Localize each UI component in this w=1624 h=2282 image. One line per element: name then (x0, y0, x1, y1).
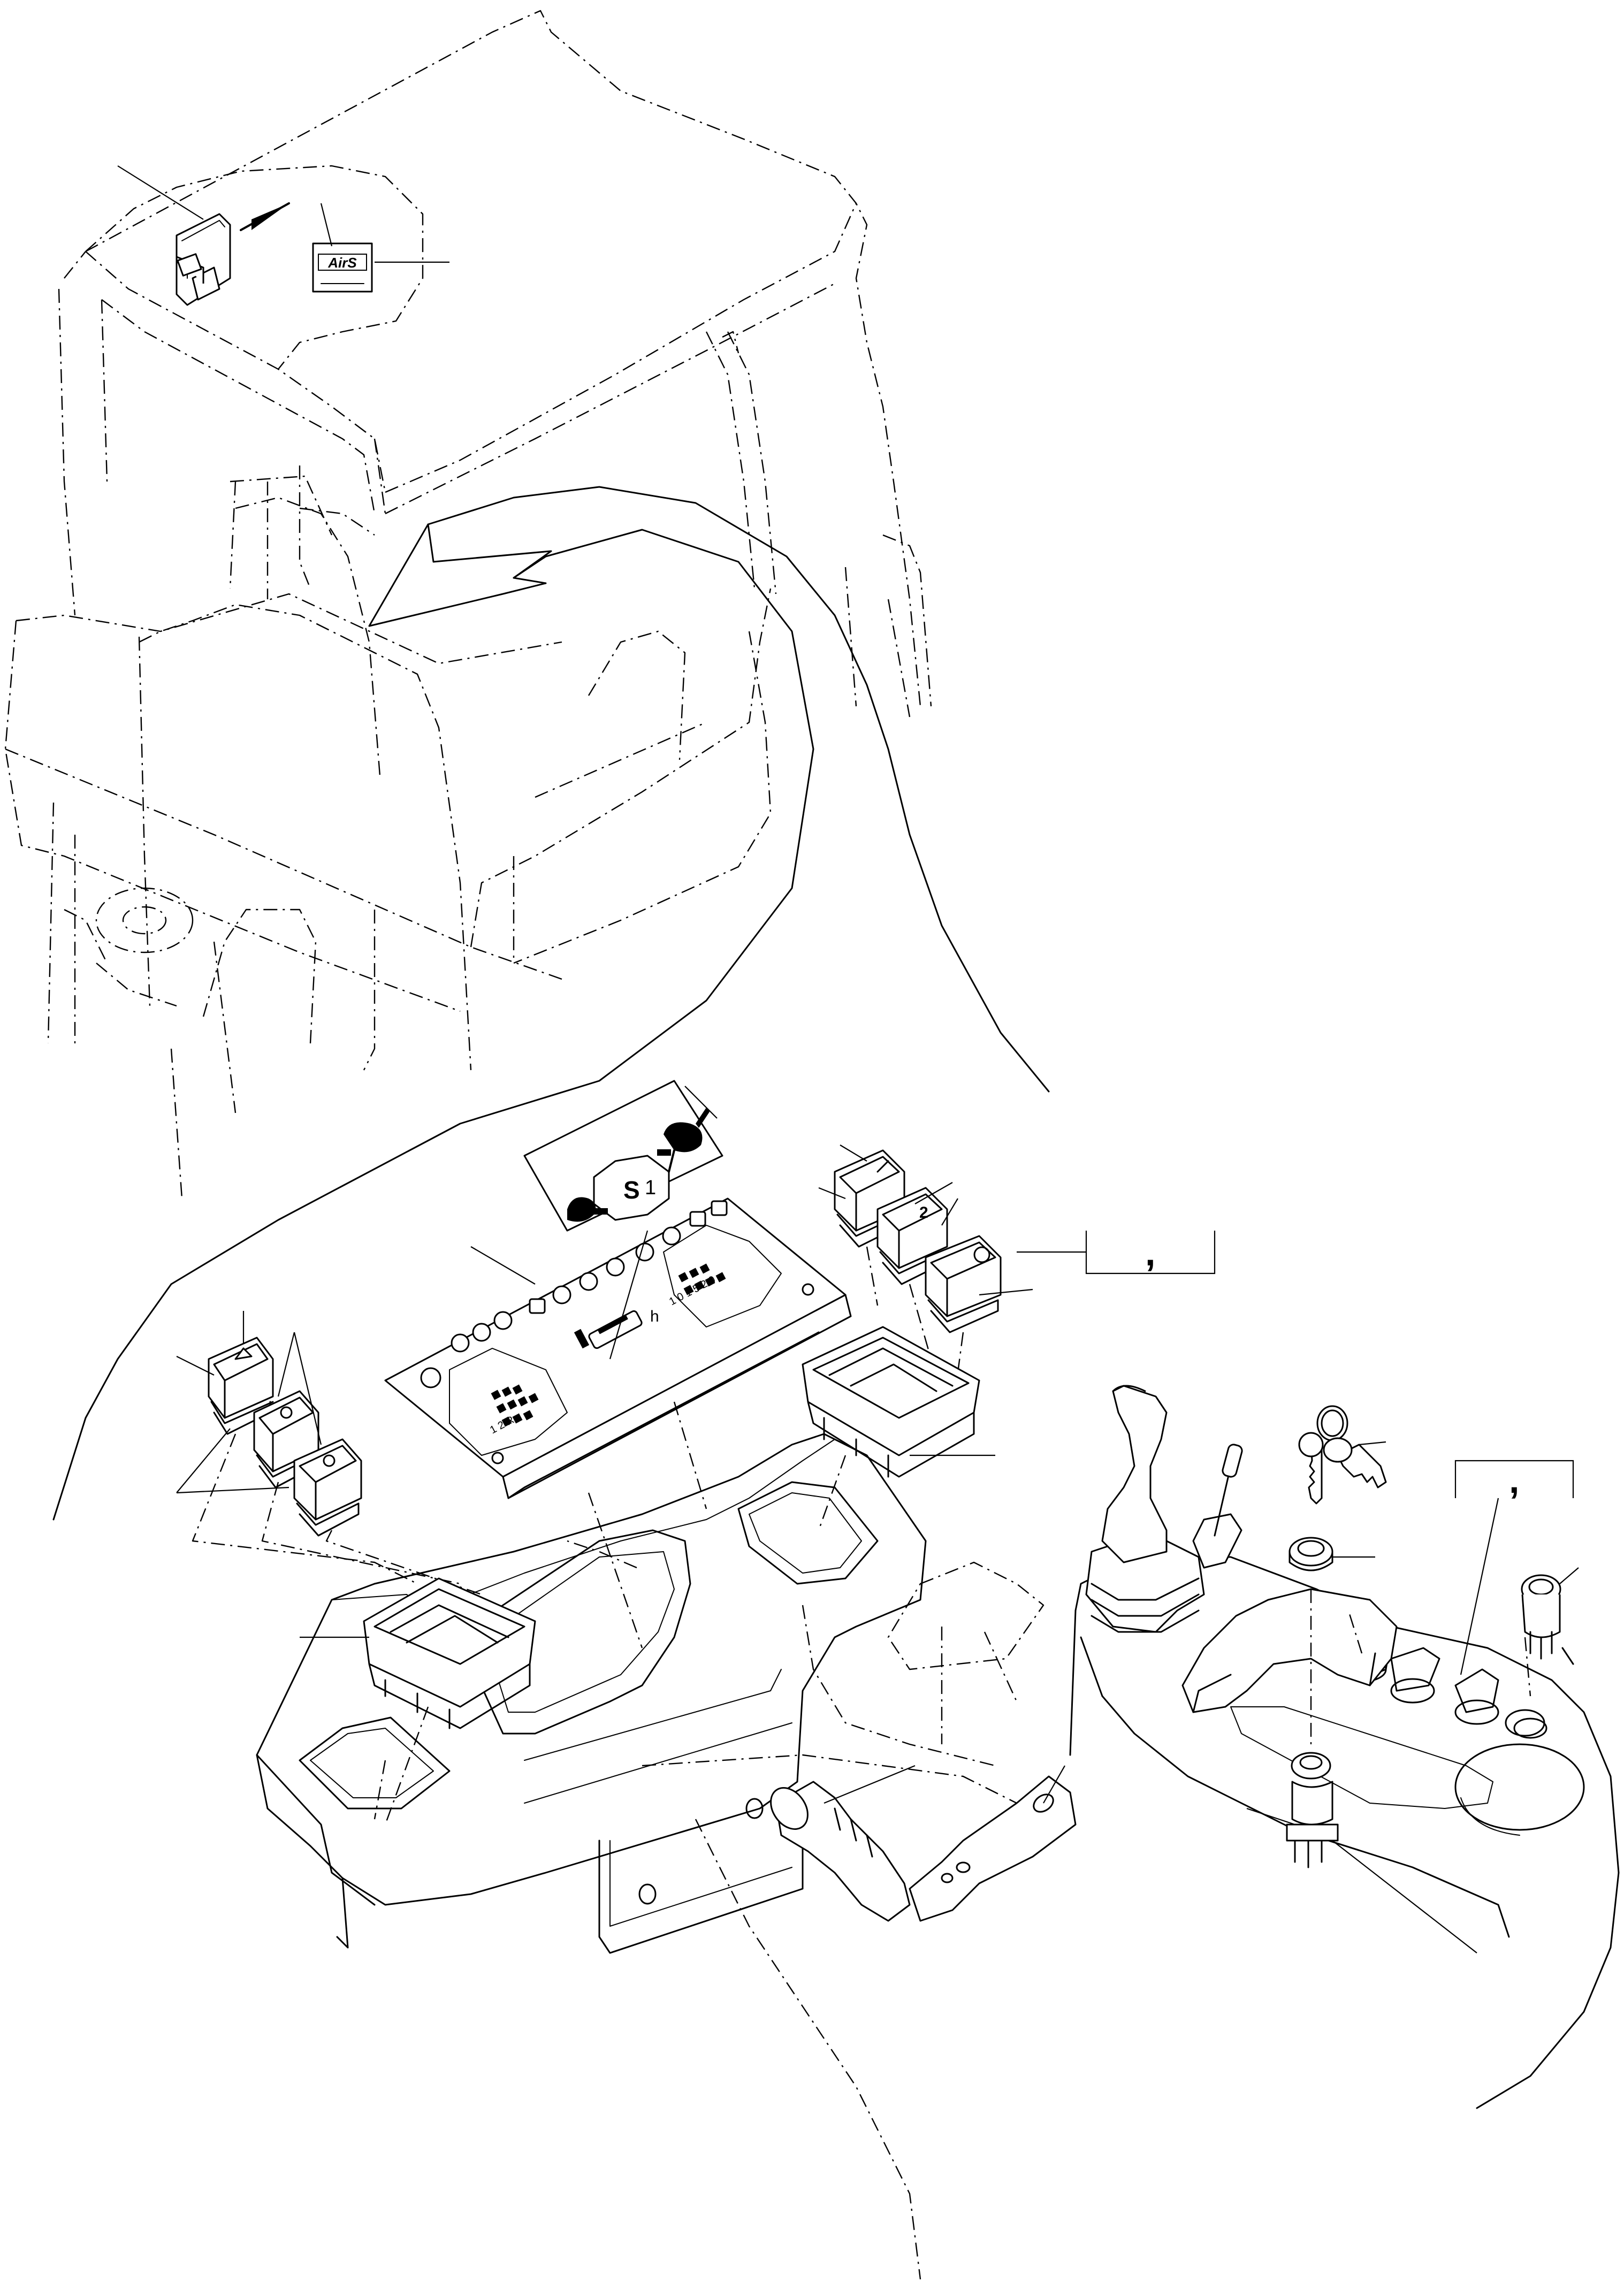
shift-decal: S 1 (523, 1080, 723, 1232)
leader-roof-switch (117, 165, 204, 220)
leader-decal (684, 1086, 718, 1119)
ref-box-right-console: , (1454, 1459, 1574, 1675)
tortoise-icon (567, 1197, 608, 1222)
right-rocker-switch-3 (925, 1235, 1002, 1333)
cab-base-parts (64, 887, 1071, 2280)
roof-arrow (251, 203, 289, 230)
left-switch-dashed-paths (192, 1433, 482, 1596)
roof-detail-area (85, 165, 424, 370)
left-rocker-switch-3 (293, 1438, 362, 1537)
panel-assembly-lines (567, 1401, 707, 1648)
left-switch-holder (300, 1577, 536, 1825)
decal-shield-text: S (623, 1176, 640, 1204)
roof-switch (176, 213, 231, 306)
ignition-switch (1246, 1752, 1477, 1953)
roof-decal: AirS (312, 242, 373, 293)
left-rocker-switch-2 (253, 1390, 319, 1489)
instrument-panel: 1 2 R 1 0 1 5 2 0 h (384, 1197, 852, 1499)
ref-box-right-console-text: , (1509, 1459, 1519, 1501)
hare-icon (657, 1108, 710, 1156)
right-console (1069, 1385, 1620, 2109)
hour-meter: h (574, 1308, 659, 1349)
roof-decal-text: AirS (327, 255, 357, 271)
switch-digit: 2 (919, 1204, 928, 1222)
leader-shield (609, 1230, 649, 1360)
console-connection-lines (1310, 1589, 1531, 1744)
warning-lamps (420, 1200, 814, 1464)
left-switch-leaders (176, 1311, 322, 1494)
leader-panel (470, 1246, 536, 1285)
ref-box-right-upper: , (1085, 1231, 1216, 1274)
right-switch-holder (802, 1326, 995, 1531)
roof-arrow-shaft (240, 202, 290, 231)
right-switch-leaders (818, 1144, 1086, 1296)
hour-meter-unit: h (650, 1308, 659, 1325)
leader-roof-decal-2 (320, 203, 333, 247)
ref-box-right-upper-text: , (1145, 1232, 1155, 1273)
right-rocker-switch-2: 2 (876, 1187, 948, 1285)
decal-shield-digit: 1 (645, 1177, 656, 1199)
harness-routing-curve (52, 486, 1050, 1521)
ignition-keys (1298, 1405, 1387, 1505)
cab-phantom-outline (4, 10, 932, 1199)
dashboard-fascia (256, 1433, 927, 1954)
column-lever (770, 1765, 1077, 1922)
ignition-nut (1288, 1537, 1375, 1571)
cigar-lighter (1521, 1567, 1579, 1660)
